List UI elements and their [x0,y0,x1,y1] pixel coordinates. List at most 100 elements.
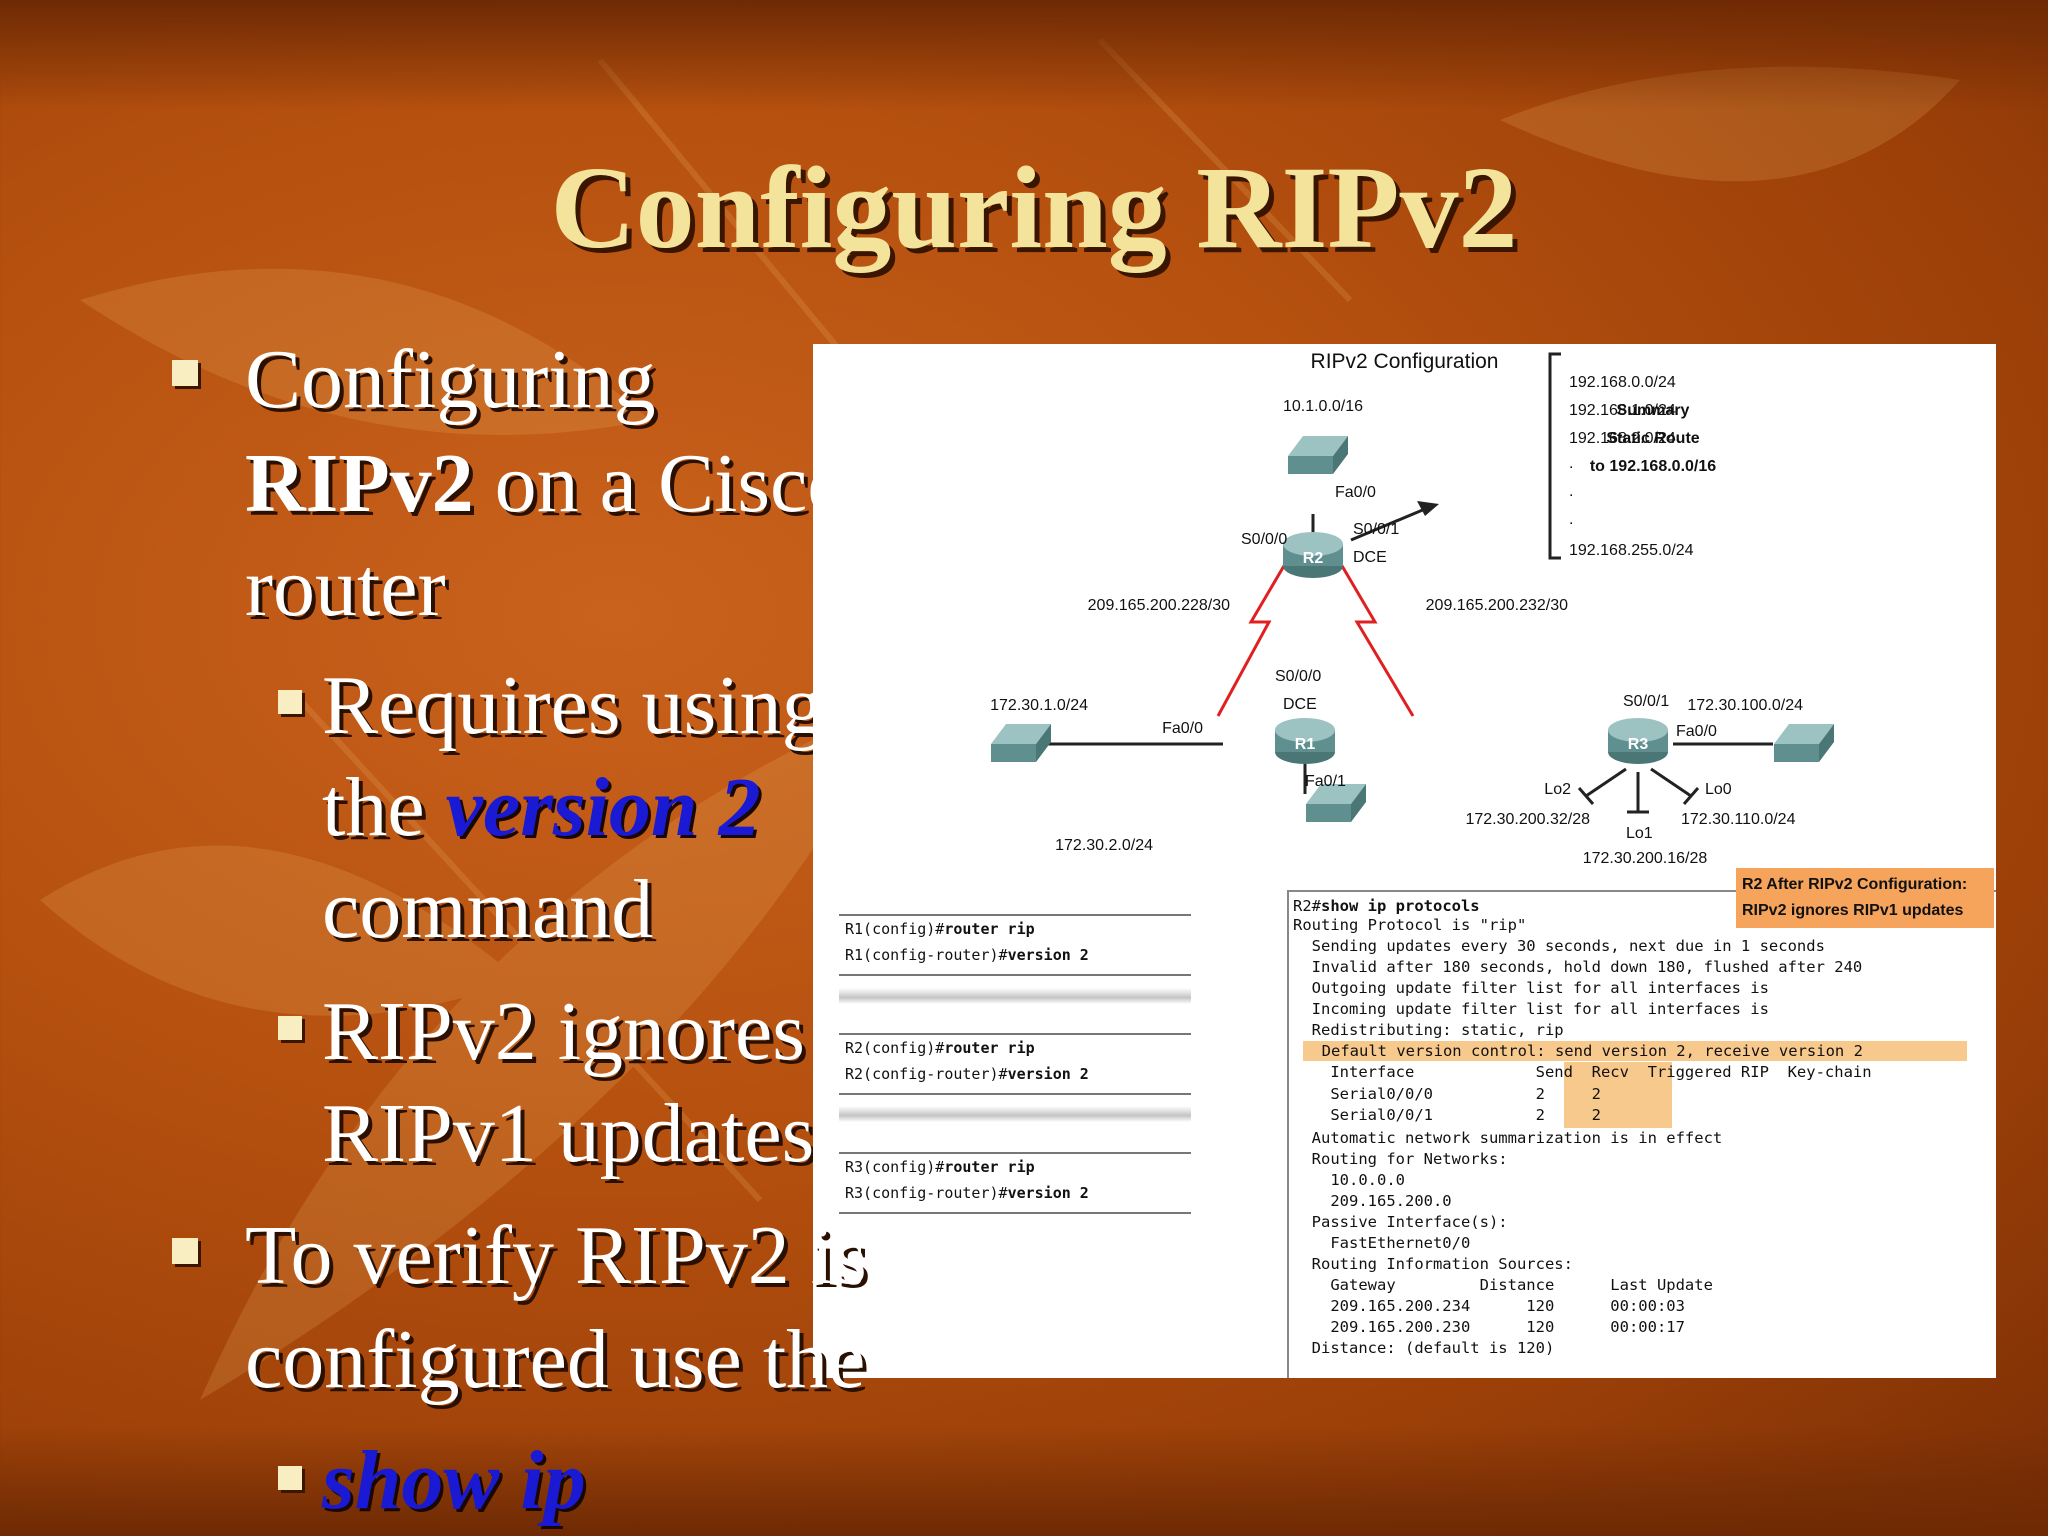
output-line: Distance: (default is 120) [1293,1339,1555,1357]
config-command: router rip [944,1039,1035,1057]
snippet-separator [839,988,1191,1004]
network-topology: R2 R1 R3 10.1.0.0/16 Fa0/0 S0/0/0 S0/0/1… [990,352,1834,867]
config-prompt: R3(config-router)# [845,1184,1008,1202]
config-command: router rip [944,1158,1035,1176]
summary-net-item: 192.168.0.0/24 [1569,374,1676,391]
badge-line-1: R2 After RIPv2 Configuration: [1742,876,1968,893]
config-command: version 2 [1007,946,1089,964]
summary-net-item: 192.168.255.0/24 [1569,542,1694,559]
switch-icon [1306,784,1366,822]
sub-bullet-3: show ip [322,1430,942,1532]
version-2-keyword: version 2 [445,761,761,854]
summary-net-item: . [1569,455,1573,472]
bullet-1-bold: RIPv2 [245,437,474,530]
r1-config-snippet: R1(config)#router rip R1(config-router)#… [839,914,1191,976]
sub-bullet-1-the: the [322,761,446,854]
r3-fa00-label: Fa0/0 [1676,723,1717,740]
bullet-1-rest: on a Cisco [473,437,850,530]
bullet-2-line-2: configured use the [245,1313,866,1406]
link-right-label: 209.165.200.232/30 [1426,597,1568,614]
sub-bullet-1-line-1: Requires using [322,659,824,752]
bullet-1-line-1: Configuring [245,333,656,426]
sub-bullet-2-line-1: RIPv2 ignores [322,985,805,1078]
sub-bullet-1-line-2: the version 2 [322,757,942,859]
switch-icon [1774,724,1834,762]
r1-fa00-label: Fa0/0 [1162,720,1203,737]
slide-title: Configuring RIPv2 [550,142,1518,273]
link-left-label: 209.165.200.228/30 [1088,597,1230,614]
lo0-net-label: 172.30.110.0/24 [1681,811,1796,828]
show-ip-keyword: show ip [322,1434,586,1527]
router-r2-icon: R2 [1283,532,1343,578]
switch-icon [1288,436,1348,474]
r2-label: R2 [1303,550,1324,567]
summary-net-item: 192.168.2.0/24 [1569,430,1676,447]
sub-bullet-2: RIPv2 ignores RIPv1 updates [322,981,942,1185]
bullet-1-line-3: router [245,541,446,634]
lo2-label: Lo2 [1544,781,1571,798]
net-r3-right-label: 172.30.100.0/24 [1687,697,1803,714]
output-line: 209.165.200.230 120 00:00:17 [1293,1318,1685,1336]
r2-s001-label: S0/0/1 [1353,521,1399,538]
config-prompt: R1(config)# [845,920,945,938]
summary-net-item: . [1569,511,1573,528]
summary-label-3: to 192.168.0.0/16 [1590,458,1716,475]
net-r1-bottom-label: 172.30.2.0/24 [1055,837,1153,854]
summary-network-list: 192.168.0.0/24 192.168.1.0/24 192.168.2.… [1569,374,1694,559]
output-line: Routing Protocol is "rip" [1293,916,1527,934]
sub-bullet-2-line-2: RIPv1 updates [322,1087,815,1180]
bullet-1: Configuring RIPv2 on a Cisco router [245,328,965,640]
sub-bullet-1-line-3: command [322,863,654,956]
config-prompt: R2(config-router)# [845,1065,1008,1083]
r2-after-config-badge: R2 After RIPv2 Configuration: RIPv2 igno… [1736,868,1994,928]
switch-icon [991,724,1051,762]
ripv2-configuration-figure: RIPv2 Configuration [813,344,1996,1378]
output-line: 10.0.0.0 [1293,1171,1405,1189]
r2-dce-label: DCE [1353,549,1387,566]
bullet-1-line-2: RIPv2 on a Cisco [245,432,965,536]
r2-s000-label: S0/0/0 [1241,531,1287,548]
r2-fa00-label: Fa0/0 [1335,484,1376,501]
output-line-highlighted: Default version control: send version 2,… [1303,1041,1967,1061]
sub-bullet-marker [278,690,302,714]
r1-label: R1 [1295,736,1316,753]
serial-link-r2-r3 [1336,558,1415,717]
output-line: 209.165.200.0 [1293,1192,1452,1210]
show-ip-protocols-output: R2#show ip protocols Routing Protocol is… [1287,890,1996,1378]
r2-config-snippet: R2(config)#router rip R2(config-router)#… [839,1033,1191,1095]
output-line: Incoming update filter list for all inte… [1293,1000,1769,1018]
badge-line-2: RIPv2 ignores RIPv1 updates [1742,902,1964,919]
summary-net-item: . [1569,483,1573,500]
net-r1-left-label: 172.30.1.0/24 [990,697,1088,714]
lo2-net-label: 172.30.200.32/28 [1465,811,1590,828]
lo0-label: Lo0 [1705,781,1732,798]
summary-arrow [1350,507,1426,542]
output-line: Sending updates every 30 seconds, next d… [1293,937,1825,955]
net-top-label: 10.1.0.0/16 [1283,398,1363,415]
snippet-separator [839,1106,1191,1122]
lo1-net-label: 172.30.200.16/28 [1583,850,1708,867]
top-shade [0,0,2048,110]
output-command: show ip protocols [1321,897,1480,915]
output-line: Redistributing: static, rip [1293,1021,1564,1039]
bullet-marker [172,360,198,386]
router-r3-icon: R3 [1608,718,1668,764]
bullet-marker [172,1238,198,1264]
output-line: Outgoing update filter list for all inte… [1293,979,1769,997]
config-command: router rip [944,920,1035,938]
sub-bullet-marker [278,1016,302,1040]
summary-label-2: Static Route [1606,430,1699,447]
sub-bullet-1: Requires using the version 2 command [322,655,942,961]
output-line: Invalid after 180 seconds, hold down 180… [1293,958,1863,976]
lo1-label: Lo1 [1626,825,1653,842]
r3-config-snippet: R3(config)#router rip R3(config-router)#… [839,1152,1191,1214]
output-line: Gateway Distance Last Update [1293,1276,1713,1294]
output-line: Routing Information Sources: [1293,1255,1573,1273]
r3-s001-label: S0/0/1 [1623,693,1669,710]
send-recv-highlight [1564,1062,1672,1128]
summary-label-1: Summary [1617,402,1690,419]
serial-link-r1-r2 [1216,558,1290,717]
arrow-head-icon [1417,501,1439,516]
r3-label: R3 [1628,736,1649,753]
bullet-2-line-1: To verify RIPv2 is [245,1209,867,1302]
